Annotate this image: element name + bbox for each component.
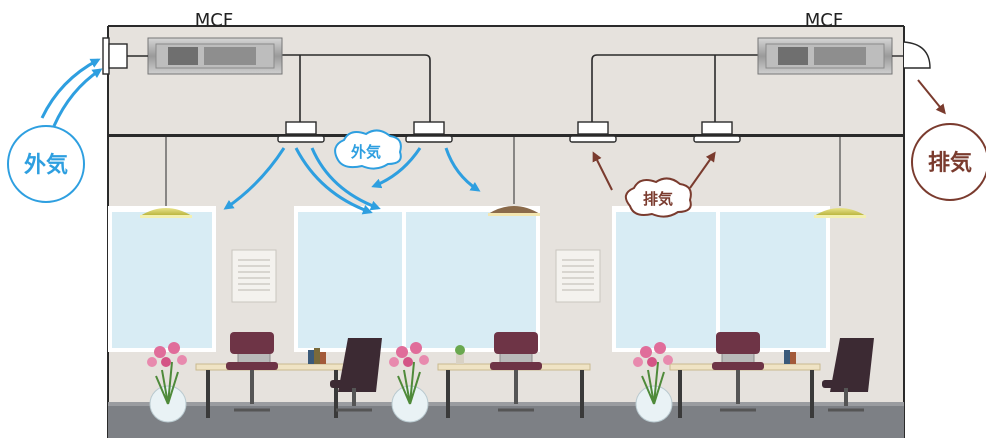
plant-small — [455, 345, 465, 364]
window-center — [294, 206, 540, 352]
wall-notice-2 — [556, 250, 600, 302]
mcf-unit-left — [148, 38, 282, 74]
exhaust-cloud-label: 排気 — [643, 190, 673, 208]
window-left — [108, 206, 216, 352]
exhaust-cloud-badge: 排気 — [626, 178, 691, 216]
window-right — [612, 206, 830, 352]
ceiling-line — [108, 134, 904, 137]
outside-air-label: 外気 — [24, 152, 68, 178]
mcf-label-left: MCF — [195, 10, 233, 31]
wall-notice-1 — [232, 250, 276, 302]
outside-air-badge: 外気 — [8, 126, 84, 202]
books-2 — [784, 350, 796, 364]
exhaust-label: 排気 — [928, 150, 972, 176]
exhaust-badge: 排気 — [912, 124, 986, 200]
supply-cloud-label: 外気 — [350, 143, 381, 161]
mcf-label-right: MCF — [805, 10, 843, 31]
mcf-unit-right — [758, 38, 892, 74]
outside-air-arrow — [42, 60, 100, 126]
